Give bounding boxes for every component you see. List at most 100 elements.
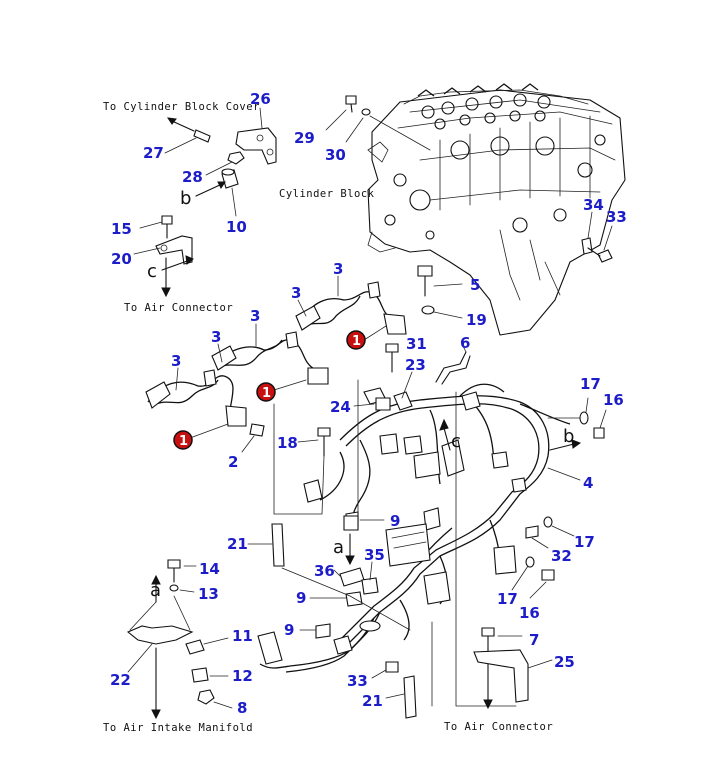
view-ref-c-center: c: [451, 431, 461, 452]
bracket-21b: [403, 675, 417, 719]
callout-16-a: 16: [603, 391, 624, 409]
bolt-33: [597, 249, 613, 263]
injector-harness-group: [145, 275, 407, 453]
callout-25: 25: [554, 653, 575, 671]
bolt-15: [161, 215, 173, 225]
label-to-cylinder-block-cover: To Cylinder Block Cover: [103, 101, 260, 113]
view-ref-a-left: a: [150, 580, 161, 601]
callout-9-a: 9: [390, 512, 400, 530]
lower-air-connector-bracket: [473, 627, 553, 710]
svg-text:1: 1: [262, 386, 271, 401]
callout-33-top: 33: [606, 208, 627, 226]
connector-9c: [315, 623, 331, 639]
washer-30: [361, 108, 371, 116]
lower-center-fastener-group: [371, 661, 417, 719]
air-connector-bracket-group: [133, 215, 194, 298]
connector-9b: [345, 591, 363, 607]
callout-30: 30: [325, 146, 346, 164]
bolt-washer-group-5-19: [417, 265, 463, 319]
clip-12: [191, 667, 209, 683]
callout-3-b: 3: [291, 284, 301, 302]
bolt-7: [481, 627, 495, 637]
callout-19: 19: [466, 311, 487, 329]
callout-24: 24: [330, 398, 351, 416]
callout-3-e: 3: [171, 352, 181, 370]
callout-12: 12: [232, 667, 253, 685]
small-connector-group: [247, 515, 411, 639]
label-to-air-intake-manifold: To Air Intake Manifold: [103, 722, 253, 734]
nut-28: [227, 151, 245, 165]
callout-17-c: 17: [497, 590, 518, 608]
label-to-air-connector-top: To Air Connector: [124, 302, 233, 314]
bolt-18: [317, 427, 331, 437]
connector-11: [185, 639, 205, 655]
view-ref-b-right: b: [563, 426, 574, 447]
callout-17-b: 17: [574, 533, 595, 551]
callout-9-c: 9: [284, 621, 294, 639]
bracket-21a: [271, 523, 285, 567]
bolt-29: [345, 95, 357, 105]
callout-15: 15: [111, 220, 132, 238]
svg-text:1: 1: [352, 334, 361, 349]
washer-17b: [543, 516, 553, 528]
callout-8: 8: [237, 699, 247, 717]
bolt-16b: [541, 569, 555, 581]
callout-33-bottom: 33: [347, 672, 368, 690]
lower-right-fastener-group: [511, 516, 575, 599]
callout-11: 11: [232, 627, 253, 645]
marker-1-lower: 1: [173, 430, 193, 450]
callout-27: 27: [143, 144, 164, 162]
callout-34: 34: [583, 196, 604, 214]
clip-36: [339, 567, 365, 587]
callout-18: 18: [277, 434, 298, 452]
callout-3-d: 3: [211, 328, 221, 346]
callout-32: 32: [551, 547, 572, 565]
callout-3-c: 3: [250, 307, 260, 325]
svg-text:1: 1: [179, 434, 188, 449]
washer-17c: [525, 556, 535, 568]
bolt-33b: [385, 661, 399, 673]
callout-29: 29: [294, 129, 315, 147]
washer-13: [169, 584, 179, 592]
callout-7: 7: [529, 631, 539, 649]
callout-16-b: 16: [519, 604, 540, 622]
callout-3-a: 3: [333, 260, 343, 278]
callout-10: 10: [226, 218, 247, 236]
callout-20: 20: [111, 250, 132, 268]
washer-19: [421, 305, 435, 315]
bolt-27: [193, 129, 211, 143]
callout-36: 36: [314, 562, 335, 580]
callout-35: 35: [364, 546, 385, 564]
callout-23: 23: [405, 356, 426, 374]
washer-17a: [579, 411, 589, 425]
cylinder-cover-bracket-group: [164, 95, 431, 217]
bracket-22: [126, 625, 194, 645]
bolt-2: [249, 423, 265, 437]
marker-1-upper: 1: [346, 330, 366, 350]
view-ref-a-center: a: [333, 537, 344, 558]
callout-13: 13: [198, 585, 219, 603]
intake-manifold-bracket-group: [126, 559, 233, 720]
bolt-32: [525, 525, 539, 539]
callout-22: 22: [110, 671, 131, 689]
bolt-31: [385, 343, 399, 353]
callout-9-b: 9: [296, 589, 306, 607]
callout-31: 31: [406, 335, 427, 353]
label-to-air-connector-bottom: To Air Connector: [444, 721, 553, 733]
callout-21-b: 21: [362, 692, 383, 710]
view-ref-c-top: c: [147, 261, 157, 282]
marker-1-middle: 1: [256, 382, 276, 402]
callout-26: 26: [250, 90, 271, 108]
callout-21-a: 21: [227, 535, 248, 553]
cylinder-block-illustration: [367, 83, 626, 336]
clip-24: [375, 397, 391, 411]
callout-17-a: 17: [580, 375, 601, 393]
callout-5: 5: [470, 276, 480, 294]
callout-28: 28: [182, 168, 203, 186]
nut-8: [197, 689, 215, 705]
main-harness-4: [257, 343, 607, 707]
bolt-5: [417, 265, 433, 277]
callout-14: 14: [199, 560, 220, 578]
